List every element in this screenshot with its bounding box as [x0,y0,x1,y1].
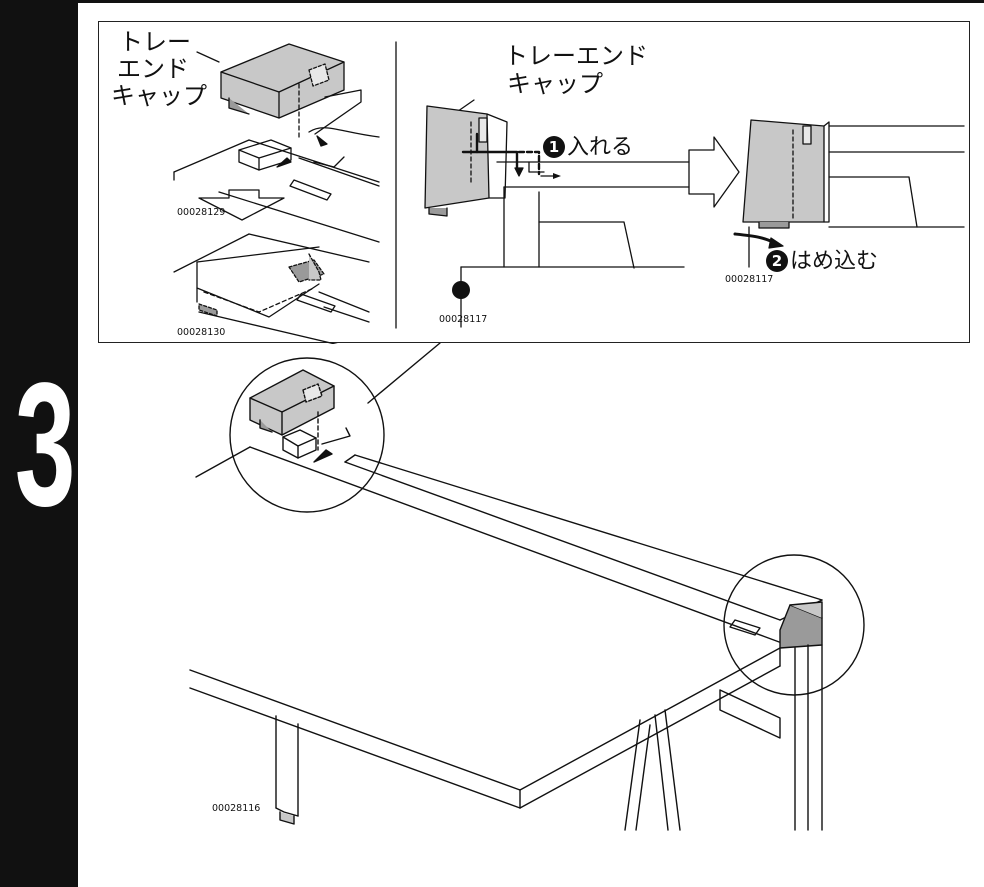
step-fit-in-text: はめ込む [790,249,879,274]
code-left-bottom: 00028130 [177,327,226,338]
label-tray-end-cap-left-1: トレー [119,28,191,56]
label-tray-end-cap-left-2: エンド [117,55,189,83]
top-rule [78,0,984,3]
detail-circle-right [723,554,865,696]
inset-illustration [173,41,965,344]
code-left-top: 00028129 [177,207,226,218]
label-tray-end-cap-right-1: トレーエンド [504,42,648,70]
label-tray-end-cap-right-2: キャップ [507,70,603,98]
step-insert-text: 入れる [567,135,634,160]
detail-circle-left [229,357,385,513]
code-main: 00028116 [212,803,261,814]
code-right-mid: 00028117 [439,314,488,325]
step-fit-in-number: 2 [766,250,788,272]
code-right-end: 00028117 [725,274,774,285]
label-tray-end-cap-left-3: キャップ [111,82,207,110]
callout-connector [367,342,441,404]
step-insert-number: 1 [543,136,565,158]
step-sidebar [0,0,78,887]
